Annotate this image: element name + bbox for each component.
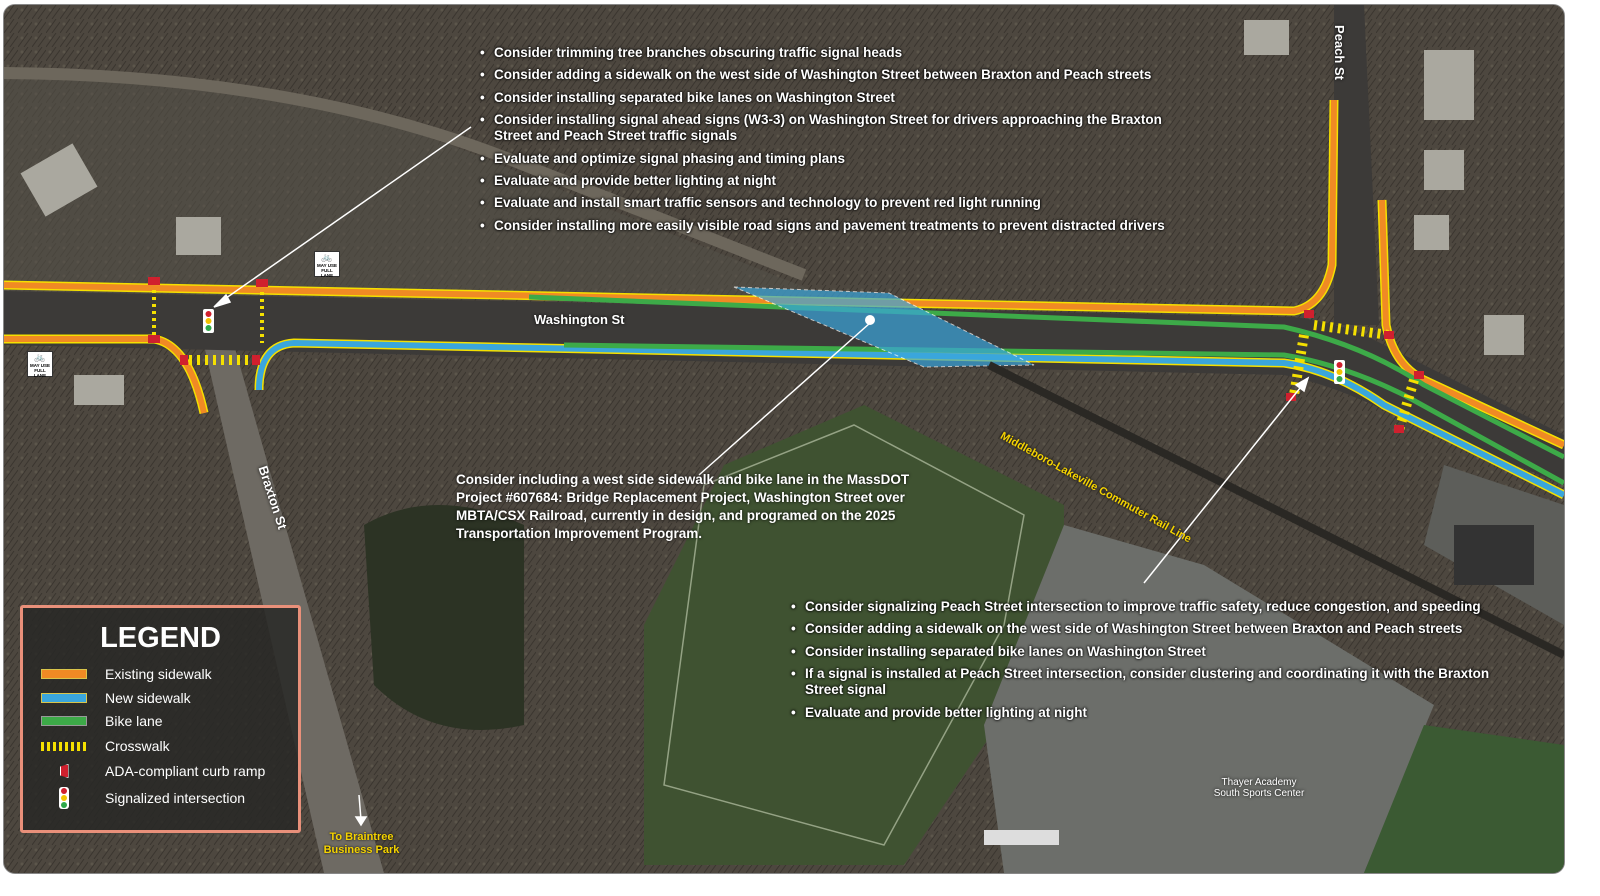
bike-sign: 🚲 MAY USE FULL LANE xyxy=(27,351,53,378)
recommendation: Consider signalizing Peach Street inters… xyxy=(789,599,1519,615)
new-sidewalk xyxy=(256,339,1564,498)
bike-lane-north xyxy=(528,294,1564,460)
curb-ramp-icon xyxy=(59,764,69,778)
bridge-area xyxy=(733,286,1035,368)
trail xyxy=(4,67,807,281)
legend-label: Signalized intersection xyxy=(105,790,246,806)
bicycle-icon: 🚲 xyxy=(34,352,46,362)
peach-road xyxy=(1334,5,1379,325)
crosswalk-stripes-icon xyxy=(41,741,87,751)
bike-sign: 🚲 MAY USE FULL LANE xyxy=(314,251,340,278)
peach-st-label: Peach St xyxy=(1331,25,1347,80)
bike-sign-line2: FULL LANE xyxy=(320,268,334,278)
recommendation: Evaluate and install smart traffic senso… xyxy=(478,195,1218,211)
green-line-icon xyxy=(41,716,87,726)
recommendation: If a signal is installed at Peach Street… xyxy=(789,666,1520,698)
recommendation: Evaluate and provide better lighting at … xyxy=(478,173,1218,189)
braintree-line1: To Braintree xyxy=(329,831,394,843)
peach-recommendations: Consider signalizing Peach Street inters… xyxy=(789,599,1519,727)
legend-item: Signalized intersection xyxy=(41,787,246,809)
recommendation: Evaluate and optimize signal phasing and… xyxy=(478,151,1218,167)
bridge-note: Consider including a west side sidewalk … xyxy=(456,472,910,541)
legend-label: Existing sidewalk xyxy=(105,666,212,682)
recommendation: Consider adding a sidewalk on the west s… xyxy=(478,67,1218,83)
legend-item: Bike lane xyxy=(41,711,163,731)
map-frame: Consider trimming tree branches obscurin… xyxy=(3,4,1565,874)
braintree-line2: Business Park xyxy=(323,844,400,856)
orange-line-icon xyxy=(41,669,87,679)
washington-road xyxy=(4,291,1564,485)
existing-sidewalk-peach-east xyxy=(1379,199,1564,448)
legend-item: ADA-compliant curb ramp xyxy=(41,761,265,781)
legend-label: New sidewalk xyxy=(105,690,191,706)
braintree-label: To Braintree Business Park xyxy=(314,831,409,857)
washington-st-label: Washington St xyxy=(534,312,625,327)
thayer-label: Thayer Academy South Sports Center xyxy=(1204,777,1314,799)
leader-arrows xyxy=(213,126,1310,827)
buildings xyxy=(20,20,1534,845)
legend-label: Crosswalk xyxy=(105,738,170,754)
blue-line-icon xyxy=(41,693,87,703)
legend-item: Crosswalk xyxy=(41,736,170,756)
recommendation: Consider installing more easily visible … xyxy=(478,218,1218,234)
thayer-line1: Thayer Academy xyxy=(1221,777,1297,788)
recommendation: Consider trimming tree branches obscurin… xyxy=(478,45,1218,61)
legend: LEGEND Existing sidewalk New sidewalk Bi… xyxy=(20,605,301,833)
bike-sign-line1: MAY USE xyxy=(316,263,337,268)
pond xyxy=(364,505,524,730)
legend-item: Existing sidewalk xyxy=(41,664,212,684)
bike-sign-line1: MAY USE xyxy=(29,363,50,368)
recommendation: Consider installing separated bike lanes… xyxy=(478,90,1218,106)
recommendation: Consider installing separated bike lanes… xyxy=(789,644,1519,660)
top-recommendations: Consider trimming tree branches obscurin… xyxy=(478,45,1218,240)
recommendation: Consider installing signal ahead signs (… xyxy=(478,112,1194,144)
traffic-signal-icon xyxy=(1334,360,1345,384)
traffic-signal-icon xyxy=(203,309,214,333)
sports-field xyxy=(1364,725,1564,873)
bicycle-icon: 🚲 xyxy=(321,252,333,262)
recommendation: Evaluate and provide better lighting at … xyxy=(789,705,1519,721)
recommendation: Consider adding a sidewalk on the west s… xyxy=(789,621,1519,637)
legend-label: ADA-compliant curb ramp xyxy=(105,763,266,779)
legend-title: LEGEND xyxy=(100,622,221,654)
legend-label: Bike lane xyxy=(105,713,163,729)
bike-sign-line2: FULL LANE xyxy=(33,368,47,378)
curb-ramps xyxy=(148,277,1424,433)
bridge-marker xyxy=(865,315,875,325)
thayer-line2: South Sports Center xyxy=(1213,788,1305,799)
existing-sidewalk-north xyxy=(4,99,1337,315)
legend-item: New sidewalk xyxy=(41,688,191,708)
traffic-signal-icon xyxy=(59,787,69,809)
